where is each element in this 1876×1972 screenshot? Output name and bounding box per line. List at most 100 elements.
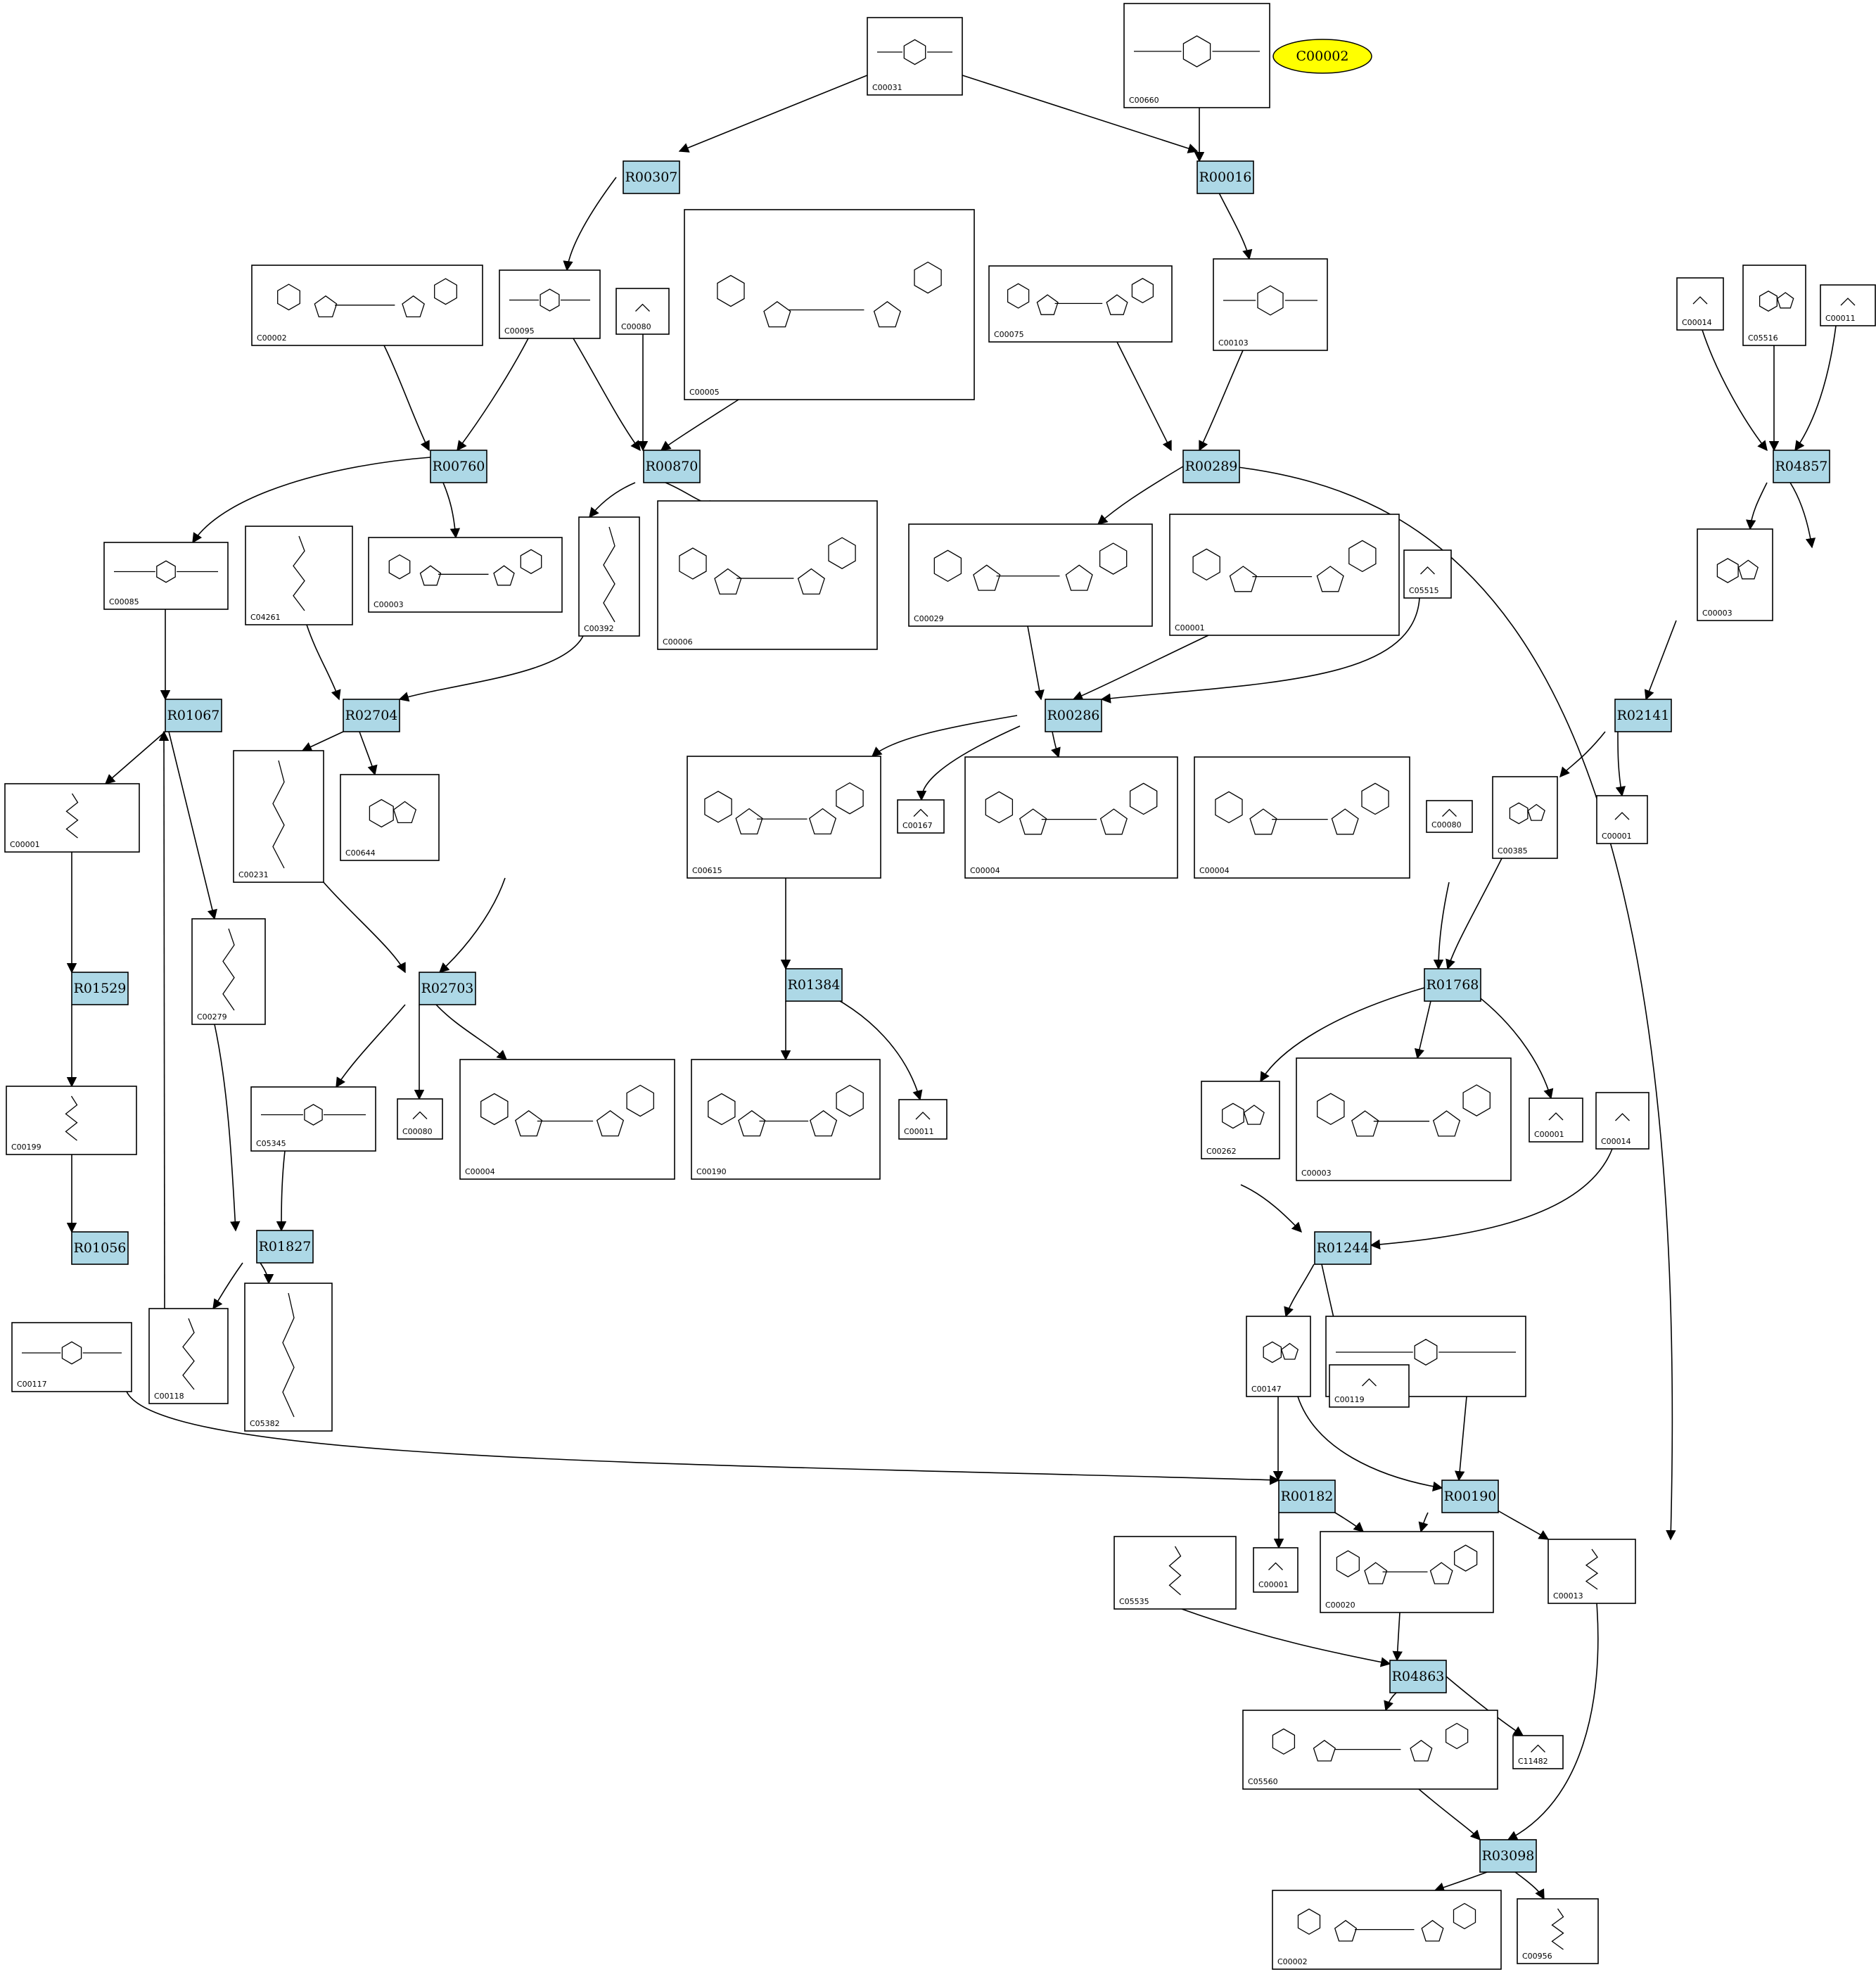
compound-node[interactable]: C00014 — [1676, 277, 1724, 331]
compound-node[interactable]: C00005 — [684, 209, 975, 400]
compound-node[interactable]: C00013 — [1548, 1539, 1636, 1604]
compound-node[interactable]: C00262 — [1201, 1081, 1280, 1159]
compound-box — [1403, 549, 1452, 599]
reaction-node[interactable]: R01529 — [71, 972, 129, 1005]
compound-node[interactable]: C05345 — [250, 1086, 376, 1152]
compound-node[interactable]: C00117 — [11, 1322, 132, 1392]
reaction-box — [785, 968, 843, 1002]
reaction-node[interactable]: R00182 — [1278, 1480, 1336, 1513]
reaction-node[interactable]: R00289 — [1182, 450, 1240, 483]
compound-box — [1123, 3, 1270, 108]
reaction-node[interactable]: R00307 — [623, 160, 680, 194]
reaction-node[interactable]: R04857 — [1773, 450, 1830, 483]
compound-node[interactable]: C00167 — [897, 799, 945, 834]
reaction-node[interactable]: R00016 — [1197, 160, 1254, 194]
compound-node[interactable]: C00231 — [233, 750, 324, 883]
compound-node[interactable]: C04261 — [245, 526, 353, 625]
edge-arrow — [1507, 1603, 1599, 1840]
reaction-node[interactable]: R00870 — [643, 450, 701, 483]
reaction-node[interactable]: R02703 — [419, 972, 476, 1005]
reaction-node[interactable]: R03098 — [1479, 1839, 1537, 1873]
edge-arrow — [1418, 1788, 1481, 1841]
reaction-node[interactable]: R01056 — [71, 1231, 129, 1265]
compound-node[interactable]: C00199 — [6, 1086, 137, 1155]
reaction-node[interactable]: R04863 — [1389, 1660, 1447, 1693]
compound-node[interactable]: C00004 — [459, 1059, 675, 1180]
compound-node[interactable]: C00190 — [691, 1059, 881, 1180]
reaction-box — [1424, 968, 1481, 1002]
compound-node[interactable]: C00279 — [191, 918, 266, 1025]
compound-node[interactable]: C00006 — [657, 500, 878, 650]
compound-node[interactable]: C00004 — [964, 756, 1178, 879]
compound-node[interactable]: C05515 — [1403, 549, 1452, 599]
compound-node[interactable]: C00001 — [1253, 1547, 1298, 1593]
compound-node[interactable]: C00003 — [1296, 1057, 1512, 1181]
compound-node[interactable]: C00660 — [1123, 3, 1270, 108]
compound-node[interactable]: C00002 — [251, 265, 483, 346]
compound-node[interactable]: C11482 — [1512, 1735, 1564, 1769]
compound-node[interactable]: C00956 — [1517, 1898, 1599, 1964]
edge-arrow — [168, 731, 217, 920]
reaction-node[interactable]: R01384 — [785, 968, 843, 1002]
reaction-label: R00190 — [1444, 1489, 1497, 1504]
compound-node[interactable]: C00615 — [687, 756, 881, 879]
compound-id: C05345 — [256, 1139, 286, 1148]
edge-arrow — [1615, 731, 1626, 797]
highlight-node[interactable]: C00002 — [1272, 39, 1372, 74]
compound-node[interactable]: C00095 — [499, 269, 601, 339]
compound-node[interactable]: C00644 — [340, 774, 440, 861]
compound-node[interactable]: C00001 — [1529, 1098, 1583, 1143]
reaction-node[interactable]: R01827 — [256, 1230, 314, 1264]
reaction-node[interactable]: R00286 — [1045, 699, 1102, 732]
compound-node[interactable]: C00002 — [1272, 1890, 1502, 1970]
edge-layer — [66, 75, 1837, 1900]
compound-node[interactable]: C00011 — [1820, 284, 1876, 326]
edge-arrow — [1199, 350, 1244, 452]
compound-node[interactable]: C00001 — [1169, 514, 1400, 636]
edge-arrow — [1384, 1692, 1397, 1712]
reaction-node[interactable]: R00190 — [1441, 1480, 1499, 1513]
compound-box — [687, 756, 881, 879]
compound-node[interactable]: C00147 — [1246, 1316, 1311, 1397]
compound-node[interactable]: C00085 — [103, 542, 229, 610]
reaction-box — [1278, 1480, 1336, 1513]
compound-node[interactable]: C00029 — [908, 523, 1153, 627]
edge-arrow — [192, 457, 431, 544]
edge-arrow — [563, 177, 617, 272]
compound-node[interactable]: C00001 — [1596, 795, 1648, 844]
reaction-node[interactable]: R01244 — [1314, 1231, 1372, 1265]
compound-node[interactable]: C05382 — [244, 1283, 333, 1432]
compound-node[interactable]: C00080 — [1426, 800, 1473, 833]
compound-node[interactable]: C00014 — [1595, 1092, 1650, 1150]
edge-arrow — [1072, 635, 1209, 701]
compound-node[interactable]: C00075 — [988, 265, 1173, 343]
reaction-label: R00182 — [1281, 1489, 1334, 1504]
compound-node[interactable]: C00011 — [898, 1099, 947, 1140]
compound-id: C00080 — [402, 1127, 433, 1136]
reaction-node[interactable]: R00760 — [430, 450, 487, 483]
compound-node[interactable]: C00103 — [1213, 258, 1328, 351]
compound-node[interactable]: C05516 — [1742, 265, 1806, 346]
compound-node[interactable]: C00004 — [1194, 756, 1410, 879]
compound-id: C00003 — [374, 600, 404, 609]
compound-node[interactable]: C00031 — [867, 17, 963, 96]
compound-node[interactable]: C00001 — [4, 783, 140, 853]
compound-node[interactable]: C00003 — [368, 537, 563, 613]
compound-id: C00029 — [914, 614, 944, 623]
reaction-node[interactable]: R01067 — [165, 699, 222, 732]
compound-node[interactable]: C00118 — [148, 1308, 229, 1404]
compound-node[interactable]: C05560 — [1242, 1710, 1498, 1790]
reaction-node[interactable]: R02141 — [1614, 699, 1672, 732]
reaction-node[interactable]: R02704 — [343, 699, 400, 732]
reaction-node[interactable]: R01768 — [1424, 968, 1481, 1002]
compound-node[interactable]: C00392 — [578, 516, 640, 637]
compound-node[interactable]: C00119 — [1329, 1364, 1410, 1408]
compound-node[interactable]: C00080 — [615, 288, 670, 335]
compound-node[interactable]: C05535 — [1114, 1536, 1237, 1610]
compound-node[interactable]: C00020 — [1320, 1531, 1494, 1613]
edge-arrow — [104, 731, 166, 784]
compound-node[interactable]: C00003 — [1697, 528, 1773, 621]
compound-node[interactable]: C00385 — [1492, 776, 1558, 859]
compound-node[interactable]: C00080 — [397, 1098, 443, 1140]
